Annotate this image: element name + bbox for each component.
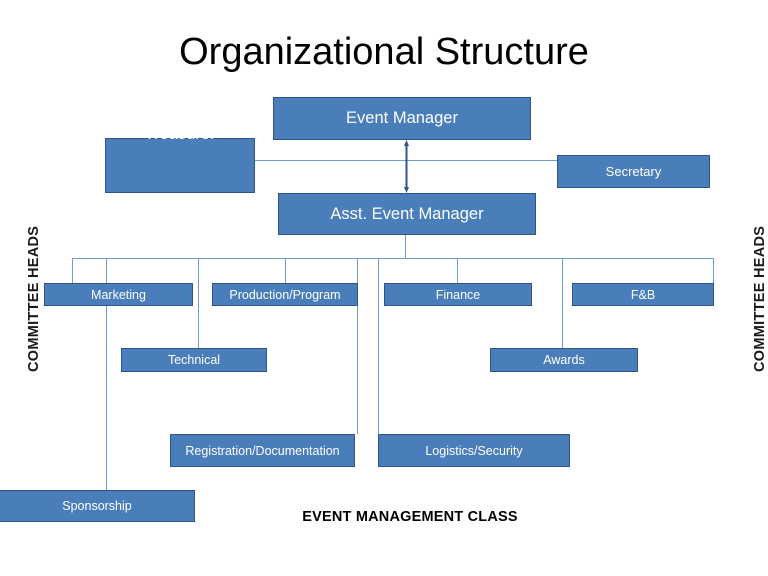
node-production-program-label: Production/Program: [229, 287, 341, 302]
node-production-program[interactable]: Production/Program: [212, 283, 358, 306]
connector-bus-bar: [72, 258, 714, 259]
page-title: Organizational Structure: [179, 31, 589, 73]
connector-bus-to-registration: [357, 258, 358, 434]
connector-bus-to-logistics: [378, 258, 379, 434]
connector-bus-to-marketing: [72, 258, 73, 283]
node-asst-event-manager[interactable]: Asst. Event Manager: [278, 193, 536, 235]
node-finance-label: Finance: [435, 287, 481, 302]
node-awards-label: Awards: [543, 353, 585, 367]
node-event-manager-label: Event Manager: [346, 109, 458, 127]
node-registration-documentation[interactable]: Registration/Documentation: [170, 434, 355, 467]
node-awards[interactable]: Awards: [490, 348, 638, 372]
node-fnb[interactable]: F&B: [572, 283, 714, 306]
double-arrow-icon: [404, 140, 409, 193]
node-technical-label: Technical: [167, 353, 221, 367]
connector-bus-to-production: [285, 258, 286, 283]
connector-bus-to-awards: [562, 258, 563, 348]
node-secretary[interactable]: Secretary: [557, 155, 710, 188]
node-event-manager[interactable]: Event Manager: [273, 97, 531, 140]
node-marketing[interactable]: Marketing: [44, 283, 193, 306]
node-treasurer[interactable]: Treasurer: [105, 125, 255, 193]
side-label-committee-heads-left: COMMITTEE HEADS: [26, 225, 42, 372]
node-registration-documentation-label: Registration/Documentation: [185, 443, 340, 458]
connector-bus-to-technical: [198, 258, 199, 348]
footer-caption: EVENT MANAGEMENT CLASS: [302, 509, 518, 525]
node-fnb-label: F&B: [630, 287, 656, 302]
node-asst-event-manager-label: Asst. Event Manager: [330, 204, 484, 223]
node-treasurer-label: Treasurer: [144, 125, 216, 143]
node-logistics-security[interactable]: Logistics/Security: [378, 434, 570, 467]
node-secretary-label: Secretary: [605, 164, 662, 179]
node-sponsorship-label: Sponsorship: [62, 499, 132, 513]
connector-bus-to-fnb: [713, 258, 714, 283]
connector-bus-to-finance: [457, 258, 458, 283]
node-technical[interactable]: Technical: [121, 348, 267, 372]
side-label-committee-heads-right: COMMITTEE HEADS: [752, 225, 768, 372]
node-finance[interactable]: Finance: [384, 283, 532, 306]
node-marketing-label: Marketing: [91, 287, 146, 302]
connector-bus-to-sponsorship: [106, 258, 107, 490]
node-logistics-security-label: Logistics/Security: [425, 443, 523, 458]
connector-aem-to-bus: [405, 235, 406, 259]
node-sponsorship[interactable]: Sponsorship: [0, 490, 195, 522]
